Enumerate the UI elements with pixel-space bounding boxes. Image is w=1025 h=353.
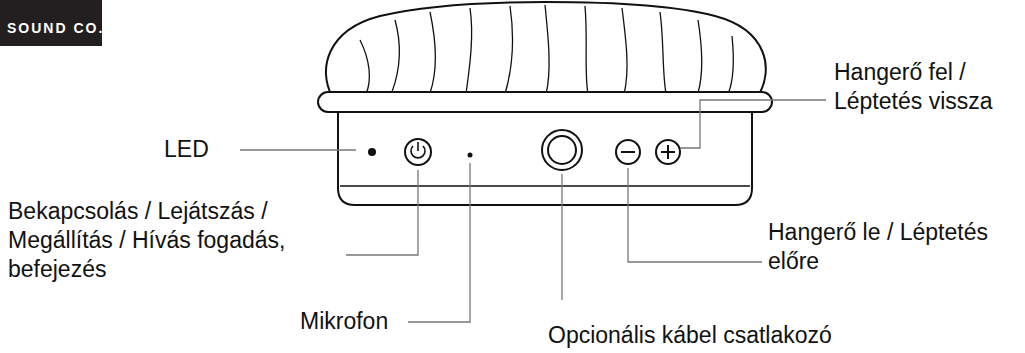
cushion-rim [318,92,772,112]
housing [338,112,752,205]
part-label: Hangerő fel / Léptetés vissza [834,58,1019,116]
cushion-wrinkles [360,5,733,94]
power-symbol-bar [417,142,419,151]
volume-down-button [616,140,640,164]
led-dot [368,148,376,156]
leader-line [680,100,826,148]
minus-symbol [621,151,635,153]
logo-box: SOUND CO. [0,0,102,46]
ear-cushion [326,2,766,96]
microphone-hole [468,153,473,158]
cable-jack-outer [542,130,582,170]
leader-line [561,174,562,300]
part-label: LED [164,135,238,164]
part-label: Opcionális kábel csatlakozó [548,321,928,350]
leader-line [346,170,418,255]
leader-line [240,149,356,150]
part-label: Bekapcsolás / Lejátszás / Megállítás / H… [8,197,342,284]
power-button [405,139,431,165]
part-label: Hangerő le / Léptetés előre [768,218,1018,276]
housing-seam [340,185,750,187]
plus-symbol-v [667,145,669,159]
part-label: Mikrofon [300,307,404,336]
cable-jack-inner [548,136,576,164]
leader-line [408,163,470,322]
leader-line [628,168,762,262]
logo-text: SOUND CO. [7,20,102,36]
volume-up-button [656,140,680,164]
